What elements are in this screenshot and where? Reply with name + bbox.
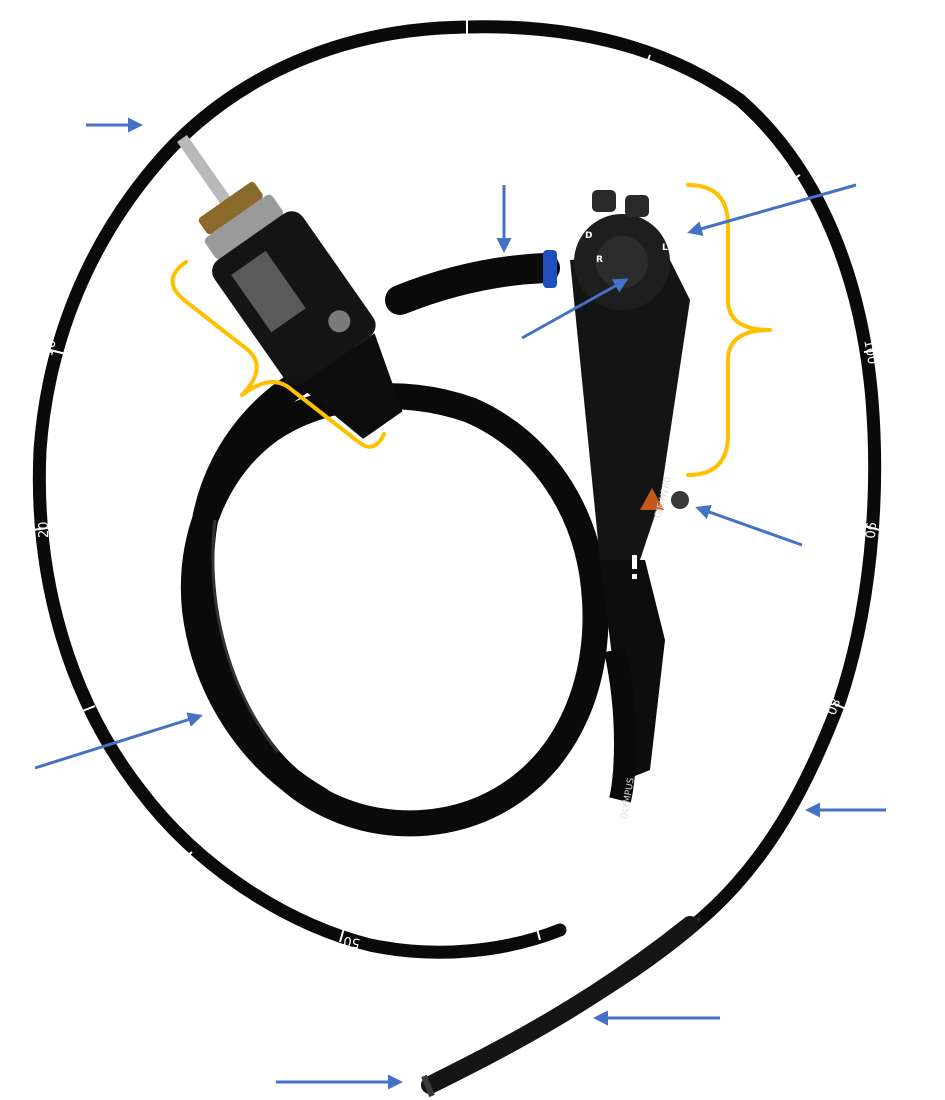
scale-label-70: 70 — [708, 845, 730, 867]
universal-cord — [180, 250, 609, 837]
universal-cord-sheen — [211, 519, 280, 753]
blue-ring — [543, 250, 557, 288]
connector-knob — [328, 310, 351, 333]
connector-label-plate — [231, 250, 306, 333]
connector-strain-relief — [299, 333, 403, 439]
brackets — [170, 183, 772, 477]
scale-label-20: 20 — [37, 521, 52, 538]
scale-label-30: 30 — [63, 703, 83, 724]
distal-tip — [421, 1074, 435, 1098]
scale-label-60: 60 — [521, 903, 542, 923]
knob-label-f: F — [652, 197, 658, 207]
scale-label-50: 50 — [342, 933, 361, 951]
knob-label-d: D — [585, 231, 592, 241]
air-water-valve — [625, 195, 649, 217]
arrow-valves — [687, 183, 857, 236]
handle-mark-2 — [632, 574, 637, 579]
angulation-knob-small — [596, 236, 648, 288]
suction-valve — [592, 190, 616, 212]
arrow-universal-cord-loop — [34, 712, 203, 770]
connector-ring-gold — [198, 181, 263, 235]
scale-label-90: 90 — [861, 521, 877, 539]
handle-body — [570, 250, 690, 560]
bending-section — [421, 916, 699, 1094]
connector-ring-steel — [204, 194, 284, 260]
handle-strain-relief — [604, 647, 636, 803]
warning-triangle — [640, 488, 664, 510]
scale-ticks — [31, 20, 881, 943]
control-handle: U D R L F GIF-H180 OLYMPUS — [570, 190, 690, 820]
bracket-control-section — [686, 183, 772, 477]
scale-label-100: 100 — [860, 339, 879, 366]
universal-cord-loop — [180, 347, 609, 837]
arrow-angulation-knob — [521, 278, 629, 340]
handle-grip — [600, 560, 665, 780]
scale-label-80: 80 — [822, 696, 842, 717]
light-guide-rod — [177, 135, 233, 208]
connector-assembly — [177, 135, 403, 439]
scale-label-10: 10 — [41, 338, 60, 358]
knob-label-u: U — [678, 271, 685, 281]
universal-cord-to-handle — [385, 253, 560, 315]
arrows — [34, 117, 886, 1090]
insertion-tube-outer-loop — [32, 20, 882, 1092]
insertion-tube: 10 20 30 40 50 60 70 80 90 100 — [31, 20, 882, 1098]
bracket-connector — [170, 260, 386, 449]
knob-label-r: R — [596, 255, 603, 265]
arrow-biopsy-port — [695, 504, 803, 547]
biopsy-port — [671, 491, 689, 509]
knob-label-l: L — [662, 243, 668, 253]
handle-mark — [632, 555, 637, 569]
